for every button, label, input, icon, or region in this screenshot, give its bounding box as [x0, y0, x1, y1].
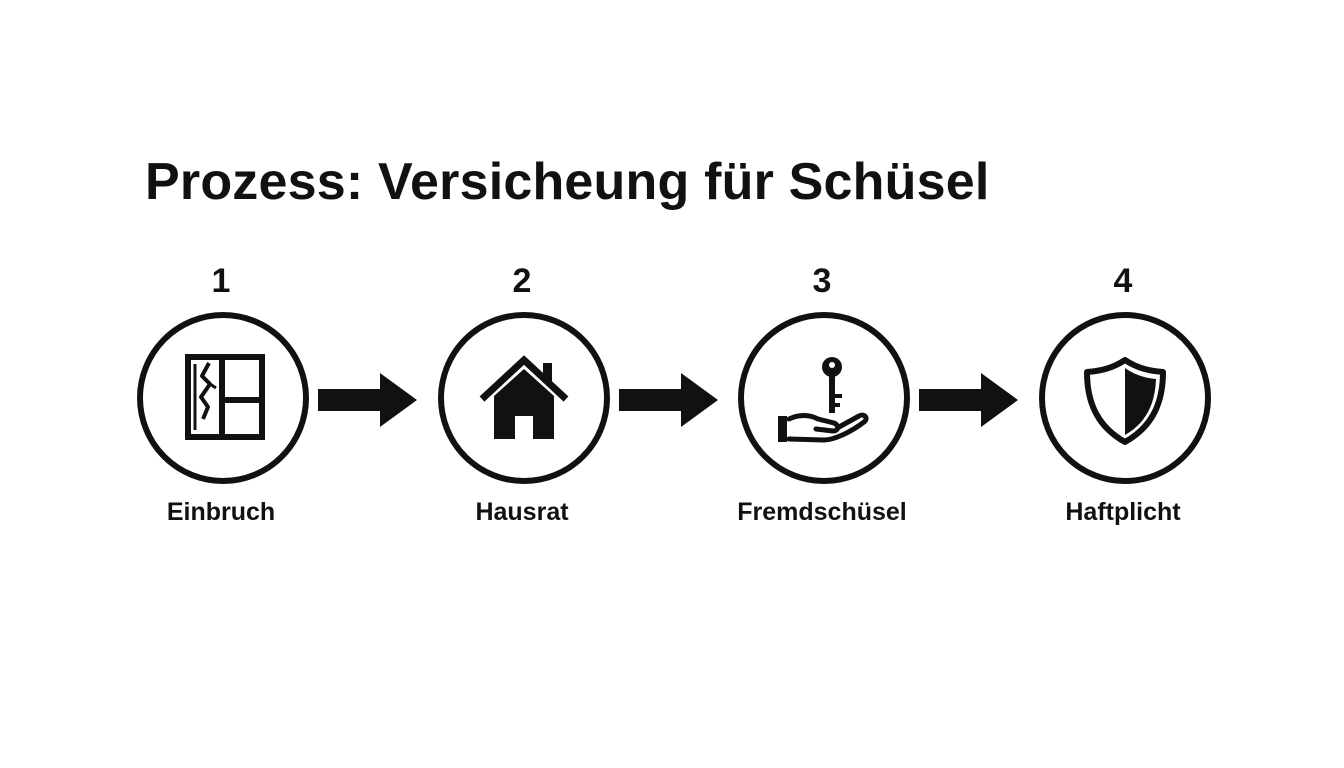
arrow-right-icon — [919, 370, 1019, 430]
step-number: 1 — [211, 262, 231, 300]
step-circle — [1039, 312, 1211, 484]
key-in-hand-icon — [778, 357, 869, 443]
arrow-right-icon — [318, 370, 418, 430]
step-label: Einbruch — [166, 498, 276, 526]
diagram-title: Prozess: Versicheung für Schüsel — [145, 153, 990, 211]
step-number: 4 — [1113, 262, 1133, 300]
step-circle — [738, 312, 910, 484]
step-label: Hausrat — [475, 498, 569, 526]
step-label: Haftplicht — [1065, 498, 1181, 526]
step-number: 3 — [812, 262, 832, 300]
shield-icon — [1084, 357, 1166, 445]
arrow-right-icon — [619, 370, 719, 430]
step-circle — [438, 312, 610, 484]
broken-window-icon — [185, 354, 265, 440]
step-circle — [137, 312, 309, 484]
step-number: 2 — [512, 262, 532, 300]
step-label: Fremdschüsel — [737, 498, 907, 526]
house-icon — [479, 355, 569, 439]
